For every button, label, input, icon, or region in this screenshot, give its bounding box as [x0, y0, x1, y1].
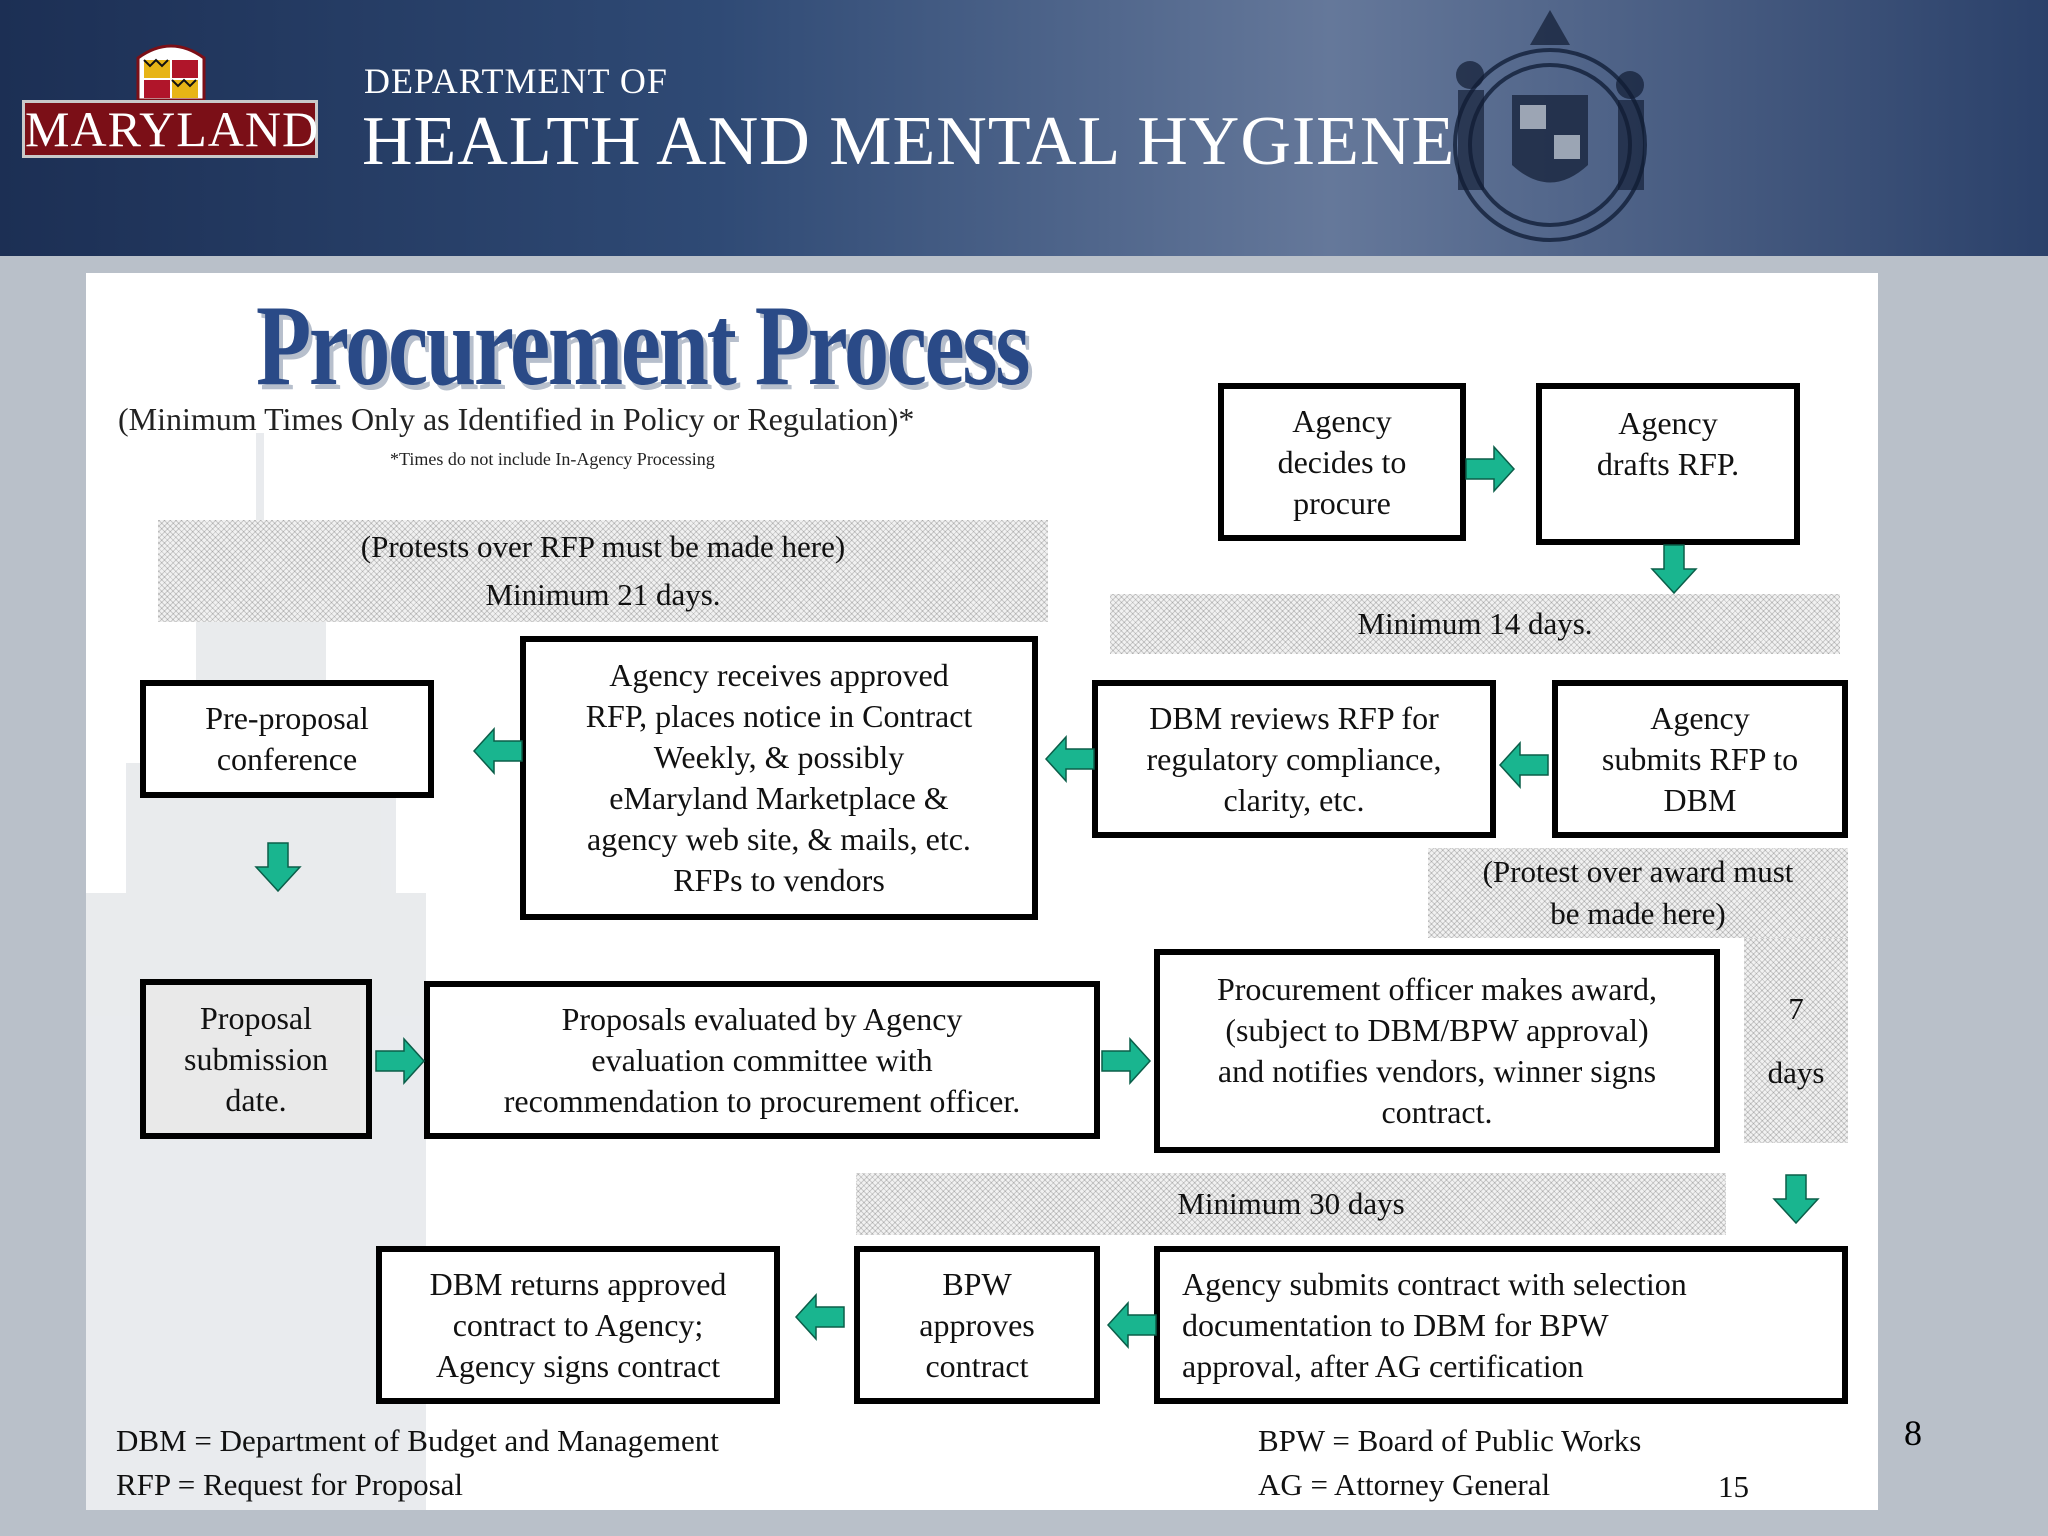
arrow-left-icon: [794, 1293, 845, 1341]
maryland-logo: MARYLAND: [22, 40, 322, 164]
legend-ag: AG = Attorney General: [1258, 1467, 1551, 1502]
arrow-down-icon: [254, 842, 302, 893]
inner-page-number: 15: [1718, 1469, 1749, 1504]
box-procurement-officer: Procurement officer makes award, (subjec…: [1154, 949, 1720, 1153]
box-agency-receives: Agency receives approved RFP, places not…: [520, 636, 1038, 920]
arrow-left-icon: [472, 727, 523, 775]
box-agency-drafts: Agency drafts RFP.: [1536, 383, 1800, 545]
slide-content: Procurement Process (Minimum Times Only …: [86, 273, 1878, 1510]
arrow-down-icon: [1772, 1174, 1820, 1225]
arrow-right-icon: [375, 1037, 426, 1085]
box-dbm-reviews: DBM reviews RFP for regulatory complianc…: [1092, 680, 1496, 838]
maryland-flag-icon: [136, 44, 206, 102]
slide-subtitle: (Minimum Times Only as Identified in Pol…: [118, 401, 915, 437]
band-protests-rfp: (Protests over RFP must be made here)Min…: [158, 520, 1048, 622]
box-pre-proposal: Pre-proposal conference: [140, 680, 434, 798]
arrow-left-icon: [1044, 735, 1095, 783]
legend-dbm: DBM = Department of Budget and Managemen…: [116, 1423, 719, 1458]
box-proposals-evaluated: Proposals evaluated by Agency evaluation…: [424, 981, 1100, 1139]
slide-footnote: *Times do not include In-Agency Processi…: [390, 449, 715, 469]
logo-text: MARYLAND: [22, 100, 318, 158]
legend-rfp: RFP = Request for Proposal: [116, 1467, 464, 1502]
department-label: DEPARTMENT OF: [364, 61, 668, 101]
box-agency-submits-contract: Agency submits contract with selection d…: [1154, 1246, 1848, 1404]
band-min-30: Minimum 30 days: [856, 1173, 1726, 1235]
page-number: 8: [1904, 1413, 1922, 1453]
legend-bpw: BPW = Board of Public Works: [1258, 1423, 1642, 1458]
slide-title: Procurement Process: [256, 282, 1030, 410]
arrow-right-icon: [1101, 1037, 1152, 1085]
arrow-down-icon: [1650, 544, 1698, 595]
box-bpw-approves: BPW approves contract: [854, 1246, 1100, 1404]
box-proposal-submission: Proposal submission date.: [140, 979, 372, 1139]
band-min-14: Minimum 14 days.: [1110, 594, 1840, 654]
state-seal-icon: [1453, 10, 1647, 242]
box-agency-submits-rfp: Agency submits RFP to DBM: [1552, 680, 1848, 838]
box-dbm-returns: DBM returns approved contract to Agency;…: [376, 1246, 780, 1404]
box-agency-decides: Agency decides to procure: [1218, 383, 1466, 541]
arrow-left-icon: [1498, 741, 1549, 789]
header-banner: MARYLAND DEPARTMENT OF HEALTH AND MENTAL…: [0, 0, 2048, 256]
department-name: HEALTH AND MENTAL HYGIENE: [362, 103, 1456, 180]
arrow-left-icon: [1106, 1301, 1157, 1349]
arrow-right-icon: [1465, 445, 1516, 493]
